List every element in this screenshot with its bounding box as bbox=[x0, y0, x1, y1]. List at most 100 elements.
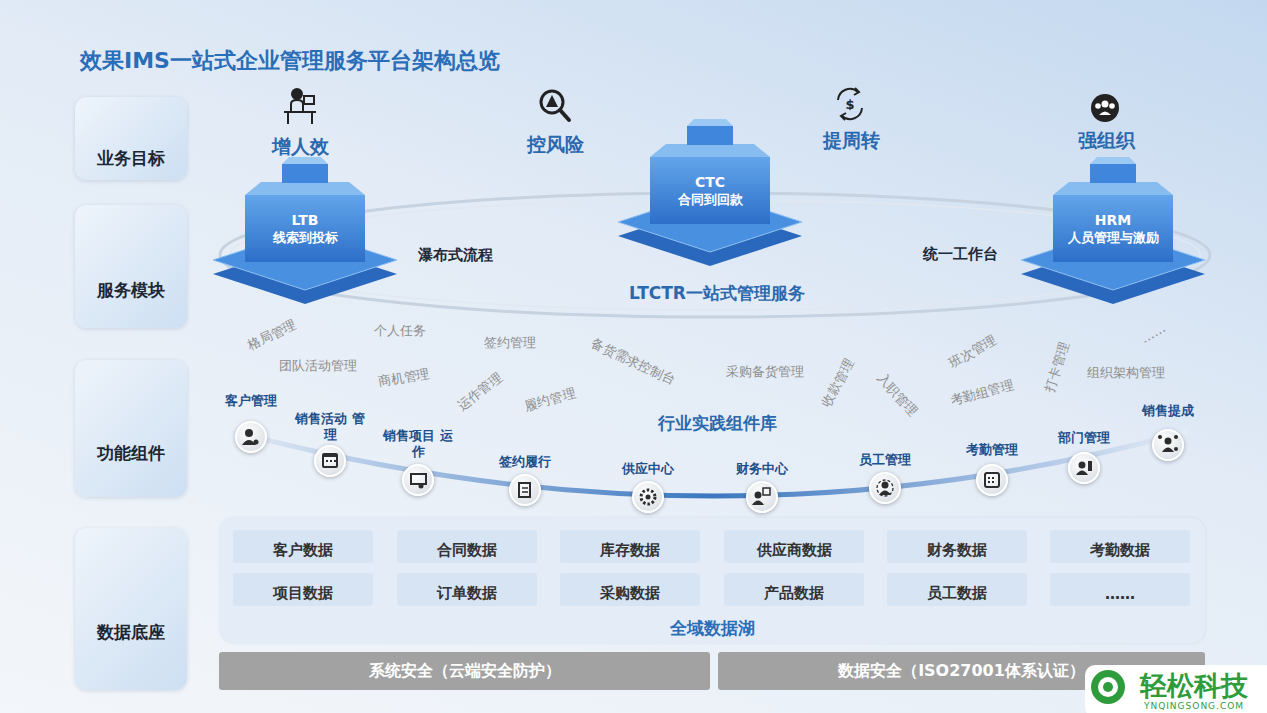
component-tag: 考勤组管理 bbox=[948, 376, 1015, 410]
team-icon-part bbox=[1102, 101, 1109, 108]
node-label: 部门管理 bbox=[1048, 430, 1120, 446]
component-circle: 员工管理 bbox=[869, 472, 901, 504]
node-label: 系统安全（云端安全防护） bbox=[369, 661, 561, 682]
component-tag: 备货需求控制台 bbox=[588, 335, 678, 390]
component-circle: 销售活动 管理 bbox=[314, 445, 346, 477]
component-tag: 班次管理 bbox=[946, 331, 1000, 373]
component-arc bbox=[235, 432, 1185, 496]
node-label: 销售活动 管理 bbox=[294, 411, 366, 443]
security-bar: 数据安全（ISO27001体系认证） bbox=[718, 652, 1205, 690]
component-circle: 财务中心 bbox=[746, 481, 778, 513]
turnover-icon: $ bbox=[838, 88, 862, 120]
risk-icon bbox=[541, 91, 569, 120]
flow-label: 统一工作台 bbox=[923, 245, 998, 264]
turnover-icon-part bbox=[854, 88, 859, 95]
data-box: 采购数据 bbox=[560, 573, 700, 606]
node-label: 采购数据 bbox=[560, 584, 700, 603]
watermark: 轻松科技 bbox=[1140, 668, 1248, 704]
component-tag: 组织架构管理 bbox=[1087, 364, 1165, 382]
component-tag: 采购备货管理 bbox=[726, 363, 804, 381]
component-circle: 销售提成 bbox=[1152, 429, 1184, 461]
component-circle: 客户管理 bbox=[235, 421, 267, 453]
component-tag: 团队活动管理 bbox=[279, 357, 357, 375]
data-box: 合同数据 bbox=[397, 530, 537, 563]
module-code: CTC bbox=[695, 174, 725, 191]
business-goal: 控风险 bbox=[527, 132, 584, 158]
node-label: 签约履行 bbox=[489, 454, 561, 470]
component-tag: 格局管理 bbox=[245, 316, 300, 354]
data-lake-panel: 全域数据湖 客户数据 合同数据 库存数据 供应商数据 财务数据 考勤数据项目数据 订单数据 采购… bbox=[220, 518, 1205, 643]
team-icon-part bbox=[1091, 94, 1119, 122]
desk-person-icon-part bbox=[304, 96, 314, 104]
section-label: LTCTR一站式管理服务 bbox=[629, 282, 805, 305]
data-box: 考勤数据 bbox=[1050, 530, 1190, 563]
module-code: HRM bbox=[1095, 212, 1131, 229]
turnover-icon-part bbox=[841, 113, 846, 120]
desk-person-icon-part bbox=[292, 89, 302, 99]
turnover-icon-part: $ bbox=[845, 97, 854, 112]
data-box: …… bbox=[1050, 573, 1190, 606]
cube-base bbox=[213, 157, 397, 304]
component-circle: 考勤管理 bbox=[976, 464, 1008, 496]
cube-base bbox=[618, 119, 802, 266]
desk-person-icon-part bbox=[287, 112, 289, 124]
node-label: 订单数据 bbox=[397, 584, 537, 603]
component-tag: 打卡管理 bbox=[1040, 339, 1073, 394]
component-tag: …… bbox=[1138, 320, 1168, 346]
business-goal: 增人效 bbox=[272, 134, 329, 160]
node-label: 线索到投标 bbox=[273, 229, 338, 246]
node-label: 合同到回款 bbox=[678, 191, 743, 208]
data-box: 财务数据 bbox=[887, 530, 1027, 563]
node-label: 全域数据湖 bbox=[220, 617, 1205, 640]
node-label: 库存数据 bbox=[560, 541, 700, 560]
node-label: 销售提成 bbox=[1132, 403, 1204, 419]
component-tag: 收款管理 bbox=[818, 356, 858, 410]
component-circle: 供应中心 bbox=[632, 481, 664, 513]
node-label: 项目数据 bbox=[233, 584, 373, 603]
security-bar: 系统安全（云端安全防护） bbox=[219, 652, 710, 690]
service-cube: CTC合同到回款 bbox=[650, 157, 770, 224]
component-circle: 签约履行 bbox=[509, 474, 541, 506]
desk-person-icon bbox=[284, 89, 316, 124]
node-label: 供应商数据 bbox=[724, 541, 864, 560]
service-cube: HRM人员管理与激励 bbox=[1053, 195, 1173, 262]
data-box: 客户数据 bbox=[233, 530, 373, 563]
section-label: 行业实践组件库 bbox=[658, 412, 777, 435]
flow-label: 瀑布式流程 bbox=[418, 246, 493, 265]
data-box: 项目数据 bbox=[233, 573, 373, 606]
business-goal: 提周转 bbox=[823, 128, 880, 154]
watermark-url: YNQINGSONG.COM bbox=[1144, 701, 1244, 711]
row-header: 数据底座 bbox=[75, 528, 187, 690]
desk-person-icon-part bbox=[311, 112, 313, 124]
node-label: 销售项目 运作 bbox=[382, 428, 454, 460]
team-icon-part bbox=[1109, 103, 1115, 109]
component-tag: 履约管理 bbox=[523, 385, 578, 416]
node-label: 客户数据 bbox=[233, 541, 373, 560]
team-icon-part bbox=[1095, 103, 1101, 109]
node-label: 考勤管理 bbox=[956, 442, 1028, 458]
node-label: 业务目标 bbox=[97, 147, 165, 170]
node-label: 考勤数据 bbox=[1050, 541, 1190, 560]
row-header: 服务模块 bbox=[75, 205, 187, 328]
data-box: 供应商数据 bbox=[724, 530, 864, 563]
component-tag: 签约管理 bbox=[484, 334, 536, 352]
business-goal: 强组织 bbox=[1078, 128, 1135, 154]
desk-person-icon-part bbox=[291, 100, 303, 112]
node-label: 合同数据 bbox=[397, 541, 537, 560]
service-cube: LTB线索到投标 bbox=[245, 195, 365, 262]
component-tag: 入职管理 bbox=[873, 370, 921, 421]
component-tag: 商机管理 bbox=[377, 365, 431, 392]
data-box: 产品数据 bbox=[724, 573, 864, 606]
row-header: 功能组件 bbox=[75, 360, 187, 497]
team-icon bbox=[1091, 94, 1119, 122]
node-label: 供应中心 bbox=[612, 461, 684, 477]
cube-base bbox=[1021, 157, 1205, 304]
data-box: 员工数据 bbox=[887, 573, 1027, 606]
team-icon-part bbox=[1099, 112, 1111, 116]
node-label: 数据安全（ISO27001体系认证） bbox=[838, 661, 1085, 682]
data-box: 库存数据 bbox=[560, 530, 700, 563]
component-circle: 销售项目 运作 bbox=[402, 464, 434, 496]
component-tag: 个人任务 bbox=[374, 322, 426, 340]
component-circle: 部门管理 bbox=[1068, 452, 1100, 484]
